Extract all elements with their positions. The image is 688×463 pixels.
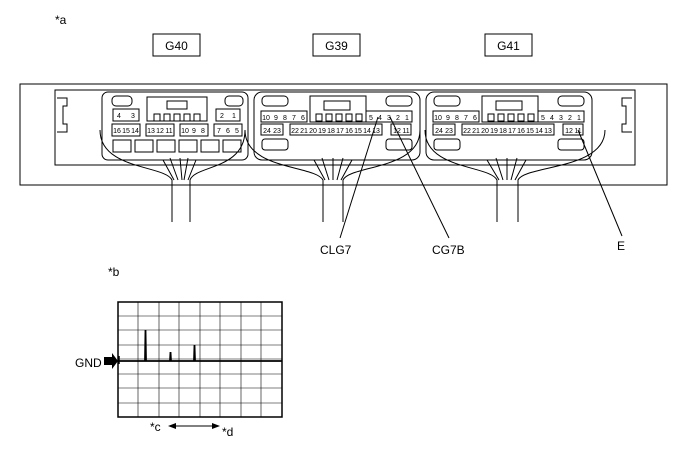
svg-text:9: 9 <box>274 115 278 122</box>
connector-label-g41: G41 <box>484 33 533 57</box>
svg-text:5: 5 <box>541 115 545 122</box>
svg-text:1: 1 <box>232 113 236 120</box>
svg-text:21: 21 <box>472 128 480 135</box>
svg-text:8: 8 <box>283 115 287 122</box>
svg-text:23: 23 <box>273 128 281 135</box>
time-range-arrow <box>168 423 220 429</box>
connector-g40: 4 3 2 1 16 15 14 13 12 11 10 9 8 7 6 5 <box>101 91 249 161</box>
svg-text:8: 8 <box>455 115 459 122</box>
svg-text:20: 20 <box>309 128 317 135</box>
svg-text:23: 23 <box>445 128 453 135</box>
terminal-cg7b: CG7B <box>432 243 465 257</box>
svg-text:13: 13 <box>147 128 155 135</box>
label-a: *a <box>55 13 67 27</box>
svg-text:21: 21 <box>300 128 308 135</box>
label-c: *c <box>150 420 161 434</box>
svg-text:10: 10 <box>434 115 442 122</box>
svg-text:22: 22 <box>463 128 471 135</box>
svg-text:13: 13 <box>372 128 380 135</box>
svg-text:14: 14 <box>535 128 543 135</box>
svg-text:7: 7 <box>217 128 221 135</box>
connector-label-g39: G39 <box>312 33 361 57</box>
svg-text:15: 15 <box>122 128 130 135</box>
label-d: *d <box>222 425 233 439</box>
svg-text:9: 9 <box>446 115 450 122</box>
svg-text:17: 17 <box>336 128 344 135</box>
svg-text:17: 17 <box>508 128 516 135</box>
svg-text:2: 2 <box>220 113 224 120</box>
terminal-clg7: CLG7 <box>320 243 352 257</box>
svg-text:8: 8 <box>201 128 205 135</box>
gnd-label: GND <box>75 356 102 370</box>
svg-text:6: 6 <box>473 115 477 122</box>
svg-text:15: 15 <box>526 128 534 135</box>
svg-text:1: 1 <box>405 115 409 122</box>
svg-text:7: 7 <box>292 115 296 122</box>
svg-text:22: 22 <box>291 128 299 135</box>
label-b: *b <box>108 265 120 279</box>
svg-text:G41: G41 <box>497 39 520 53</box>
connector-label-g40: G40 <box>152 33 201 57</box>
terminal-e: E <box>617 239 625 253</box>
svg-text:G39: G39 <box>325 39 348 53</box>
svg-text:20: 20 <box>481 128 489 135</box>
svg-text:18: 18 <box>499 128 507 135</box>
svg-text:24: 24 <box>435 128 443 135</box>
svg-text:19: 19 <box>490 128 498 135</box>
svg-text:6: 6 <box>226 128 230 135</box>
svg-text:18: 18 <box>327 128 335 135</box>
svg-text:9: 9 <box>192 128 196 135</box>
gnd-arrow-icon <box>104 353 118 369</box>
svg-text:2: 2 <box>568 115 572 122</box>
svg-text:12: 12 <box>156 128 164 135</box>
svg-text:3: 3 <box>387 115 391 122</box>
svg-text:24: 24 <box>263 128 271 135</box>
svg-text:4: 4 <box>550 115 554 122</box>
svg-text:15: 15 <box>354 128 362 135</box>
svg-text:14: 14 <box>363 128 371 135</box>
svg-text:19: 19 <box>318 128 326 135</box>
svg-text:4: 4 <box>117 113 121 120</box>
oscilloscope-graph <box>117 301 283 418</box>
terminal-leaders <box>339 116 623 239</box>
svg-text:1: 1 <box>577 115 581 122</box>
svg-text:11: 11 <box>165 128 172 135</box>
svg-text:10: 10 <box>262 115 270 122</box>
connector-g39: 10 9 8 7 6 5 4 3 2 1 24 23 22 21 20 19 1… <box>253 91 421 161</box>
svg-text:10: 10 <box>181 128 189 135</box>
svg-text:5: 5 <box>369 115 373 122</box>
svg-text:2: 2 <box>396 115 400 122</box>
svg-text:3: 3 <box>131 113 135 120</box>
svg-text:3: 3 <box>559 115 563 122</box>
svg-text:G40: G40 <box>165 39 188 53</box>
svg-text:6: 6 <box>301 115 305 122</box>
connector-g41: 10 9 8 7 6 5 4 3 2 1 24 23 22 21 20 19 1… <box>425 91 593 161</box>
svg-text:12: 12 <box>565 128 573 135</box>
svg-text:16: 16 <box>345 128 353 135</box>
svg-text:14: 14 <box>131 128 139 135</box>
svg-text:13: 13 <box>544 128 552 135</box>
svg-text:7: 7 <box>464 115 468 122</box>
svg-text:11: 11 <box>574 128 581 135</box>
svg-text:5: 5 <box>235 128 239 135</box>
svg-text:16: 16 <box>113 128 121 135</box>
svg-text:4: 4 <box>378 115 382 122</box>
svg-text:16: 16 <box>517 128 525 135</box>
svg-text:11: 11 <box>402 128 409 135</box>
